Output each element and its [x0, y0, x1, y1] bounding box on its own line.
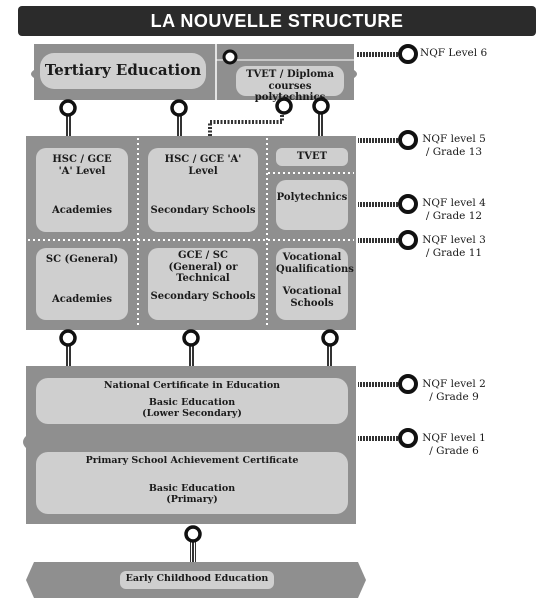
- nqf6-label: NQF Level 6: [420, 47, 488, 59]
- nqf5-label: NQF level 5 / Grade 13: [422, 133, 486, 158]
- sc-academies-box: [36, 248, 128, 320]
- connector-8: [190, 534, 196, 562]
- vocational-box: [276, 248, 348, 320]
- nqf3-link: [358, 238, 398, 243]
- nqf5-link: [358, 138, 398, 143]
- nqf2-label: NQF level 2 / Grade 9: [422, 378, 486, 403]
- polytechnics-box: [276, 180, 348, 230]
- vocational-sub: Vocational Schools: [282, 286, 342, 309]
- sc-general-heading: SC (General): [45, 254, 119, 265]
- connector-6: [188, 340, 194, 366]
- title-banner: LA NOUVELLE STRUCTURE: [18, 6, 536, 36]
- nqf5-ring: [398, 130, 418, 150]
- national-certificate-label: National Certificate in Education: [103, 380, 281, 391]
- secondary-panel-notch-left: [20, 222, 24, 242]
- early-childhood-box: [120, 571, 274, 589]
- nqf2-link: [358, 382, 398, 387]
- primary-label: Basic Education (Primary): [148, 483, 236, 505]
- connectors: [59, 97, 339, 562]
- hsc-academies-sub: Academies: [51, 205, 113, 216]
- tvet-diploma-label: TVET / Diploma courses polytechnics: [246, 69, 334, 103]
- gce-sc-box: [148, 248, 258, 320]
- primary-box: [36, 452, 348, 514]
- connector-ring: [184, 525, 202, 543]
- nqf3-label: NQF level 3 / Grade 11: [422, 234, 486, 259]
- lower-secondary-label: Basic Education (Lower Secondary): [142, 397, 242, 419]
- lower-secondary-box: [36, 378, 348, 424]
- page-title: LA NOUVELLE STRUCTURE: [150, 10, 404, 31]
- hsc-academies-heading: HSC / GCE 'A' Level: [52, 154, 112, 177]
- connector-ring: [59, 329, 77, 347]
- nqf1-label: NQF level 1 / Grade 6: [422, 432, 486, 457]
- tertiary-education-label: Tertiary Education: [44, 61, 202, 79]
- hsc-secondary-heading: HSC / GCE 'A' Level: [164, 154, 242, 177]
- connector-3: [208, 108, 284, 136]
- connector-ring: [275, 97, 293, 115]
- hsc-academies-box: [36, 148, 128, 232]
- connector-ring: [321, 329, 339, 347]
- vocational-heading: Vocational Qualifications: [276, 252, 354, 275]
- gce-sc-heading: GCE / SC (General) or Technical: [168, 250, 238, 284]
- nqf-connectors: [356, 44, 418, 448]
- sc-general-sub: Academies: [51, 294, 113, 305]
- nqf2-ring: [398, 374, 418, 394]
- connector-1: [65, 108, 71, 136]
- connector-7: [327, 340, 333, 366]
- connector-ring: [182, 329, 200, 347]
- nqf4-label: NQF level 4 / Grade 12: [422, 197, 486, 222]
- primary-certificate-label: Primary School Achievement Certificate: [85, 455, 299, 466]
- nqf6-ring: [398, 44, 418, 64]
- connector-4: [318, 108, 324, 136]
- tvet-diploma-box: [236, 66, 344, 96]
- connector-5: [65, 340, 71, 366]
- nqf4-link: [358, 202, 398, 207]
- tertiary-education-box: [40, 53, 206, 89]
- early-childhood-label: Early Childhood Education: [125, 573, 269, 584]
- nqf6-link: [356, 52, 398, 57]
- connector-ring: [59, 99, 77, 117]
- connector-2: [176, 108, 182, 136]
- connector-ring: [170, 99, 188, 117]
- gce-sc-sub: Secondary Schools: [150, 291, 256, 302]
- tertiary-inner-ring: [222, 49, 238, 65]
- hsc-secondary-box: [148, 148, 258, 232]
- connector-ring: [312, 97, 330, 115]
- nqf1-link: [358, 436, 398, 441]
- polytechnics-label: Polytechnics: [276, 192, 348, 203]
- nqf1-ring: [398, 428, 418, 448]
- hsc-secondary-sub: Secondary Schools: [150, 205, 256, 216]
- tvet-box: [276, 148, 348, 166]
- tvet-label: TVET: [296, 151, 328, 162]
- nqf3-ring: [398, 230, 418, 250]
- nqf4-ring: [398, 194, 418, 214]
